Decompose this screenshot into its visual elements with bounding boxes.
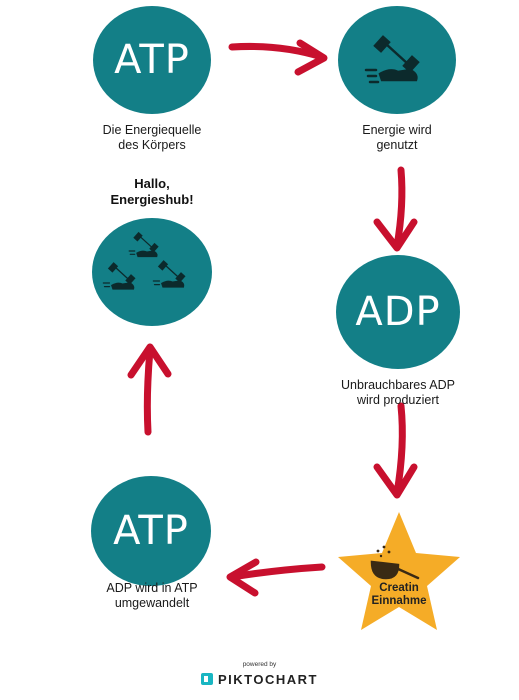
dumbbell-shoe-icon [364,35,420,84]
creatine-label: Creatin Einnahme [371,582,427,607]
atp-label-bottom: ATP [113,508,189,554]
scoop-icon [370,545,420,580]
arrow-down-2 [393,402,406,497]
arrow-up-left [143,346,154,436]
adp-circle: ADP [336,255,460,369]
adp-caption: Unbrauchbares ADP wird produziert [341,378,455,407]
arrow-down-1 [393,166,406,250]
exercise-caption: Energie wird genutzt [362,123,432,152]
atp-circle-top: ATP [93,6,211,114]
energy-hub-circle [92,218,212,326]
piktochart-logo[interactable]: PIKTOCHART [0,672,519,687]
brand-name: PIKTOCHART [218,672,318,687]
atp-circle-bottom: ATP [91,476,211,586]
atp-top-caption: Die Energiequelle des Körpers [102,123,202,152]
atp-label: ATP [114,37,190,83]
adp-label: ADP [355,289,441,335]
exercise-circle [338,6,456,114]
multiple-dumbbell-shoe-icon [102,231,186,290]
atp-bottom-caption: ADP wird in ATP umgewandelt [106,581,198,610]
powered-by-text: powered by [242,661,277,668]
energy-hub-title: Hallo, Energieshub! [110,176,194,207]
piktochart-icon [201,673,213,685]
arrow-left-bottom [228,563,326,581]
